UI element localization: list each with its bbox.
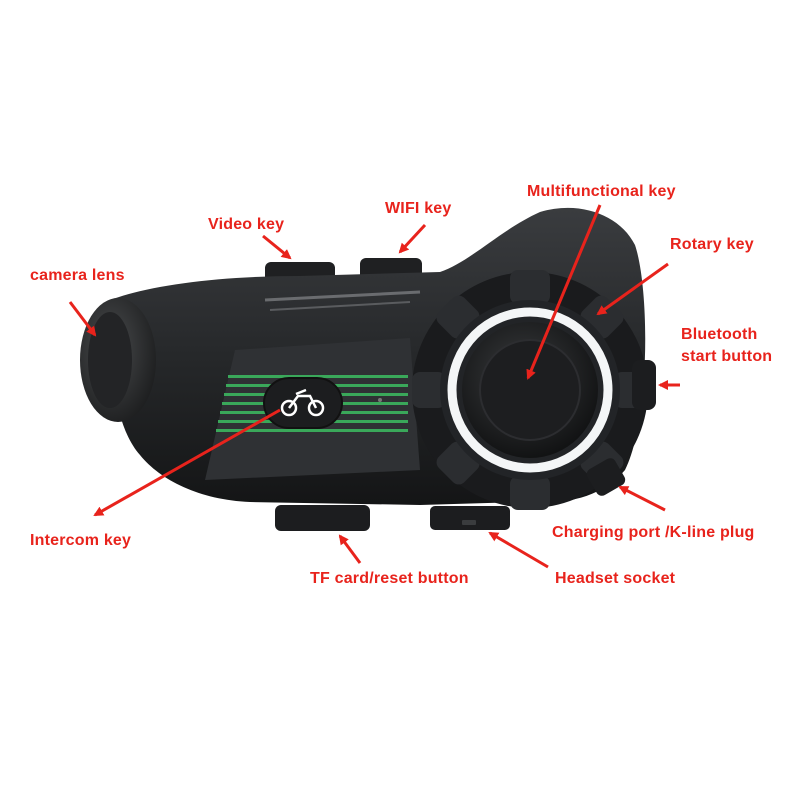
arrow-rotary-key [596,262,669,316]
arrow-tf-card-reset [338,534,362,564]
callout-arrows [68,204,680,569]
label-charging-port: Charging port /K-line plug [552,524,755,541]
label-intercom-key: Intercom key [30,532,132,549]
label-wifi-key: WIFI key [385,200,452,217]
arrow-headset-socket [488,531,549,569]
light-ring [447,307,613,473]
arrow-multifunctional-key [526,204,602,380]
tf-card-reset-button[interactable] [275,505,370,531]
arrow-wifi-key [398,223,427,254]
motorcycle-icon [280,388,325,417]
label-multifunctional-key: Multifunctional key [527,183,676,200]
headset-socket [430,506,510,530]
arrow-camera-lens [68,301,97,337]
label-headset-socket: Headset socket [555,570,676,587]
arrow-intercom-key [93,408,281,517]
label-video-key: Video key [208,216,285,233]
label-bluetooth-start-button: Bluetooth start button [681,324,772,368]
label-tf-card-reset: TF card/reset button [310,570,469,587]
label-camera-lens: camera lens [30,267,125,284]
charging-port [586,458,626,496]
intercom-key-button[interactable] [263,377,343,429]
arrow-video-key [262,234,292,260]
label-bluetooth-line2: start button [681,348,773,365]
label-bluetooth-line1: Bluetooth [681,326,758,343]
headset-socket-slot [462,520,476,525]
bluetooth-start-button[interactable] [632,360,656,410]
arrow-charging-port [618,485,666,512]
label-rotary-key: Rotary key [670,236,754,253]
